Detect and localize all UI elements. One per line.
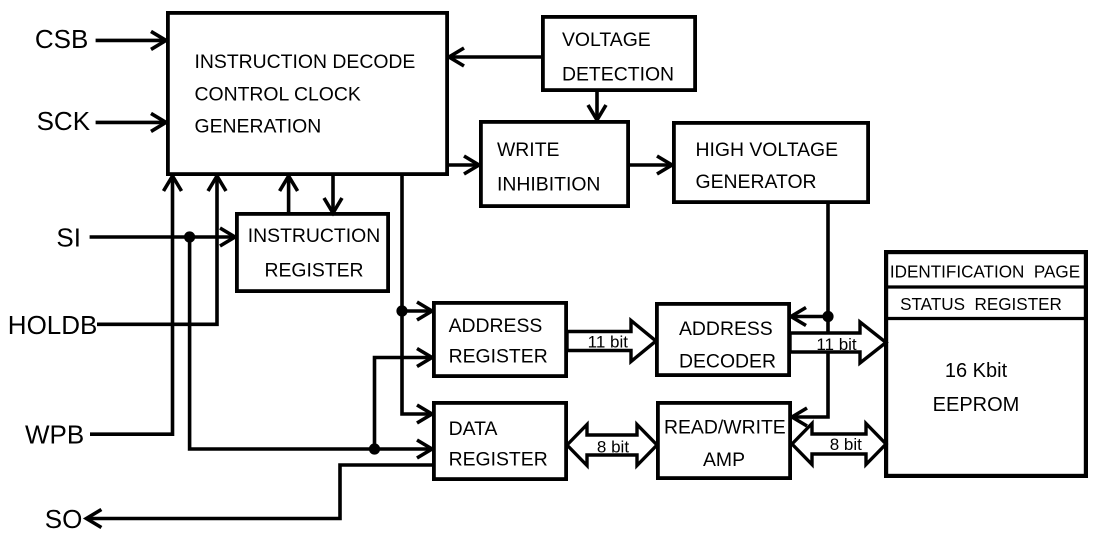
svg-text:INSTRUCTION DECODE: INSTRUCTION DECODE <box>195 51 416 73</box>
svg-text:REGISTER: REGISTER <box>449 448 548 470</box>
svg-text:CONTROL CLOCK: CONTROL CLOCK <box>195 84 361 106</box>
svg-text:ADDRESS: ADDRESS <box>449 315 543 337</box>
svg-text:DATA: DATA <box>449 418 498 440</box>
svg-text:STATUS REGISTER: STATUS REGISTER <box>900 295 1062 314</box>
svg-text:AMP: AMP <box>703 449 745 471</box>
svg-text:READ/WRITE: READ/WRITE <box>664 417 786 439</box>
svg-text:WPB: WPB <box>25 420 84 450</box>
svg-text:8 bit: 8 bit <box>597 438 629 457</box>
svg-text:INHIBITION: INHIBITION <box>497 174 600 196</box>
svg-text:WRITE: WRITE <box>497 139 560 161</box>
svg-text:VOLTAGE: VOLTAGE <box>562 29 651 51</box>
svg-text:EEPROM: EEPROM <box>933 394 1020 416</box>
svg-text:SCK: SCK <box>37 106 91 136</box>
svg-text:CSB: CSB <box>35 24 88 54</box>
svg-text:11 bit: 11 bit <box>588 333 629 352</box>
svg-text:REGISTER: REGISTER <box>264 260 363 282</box>
svg-text:ADDRESS: ADDRESS <box>679 318 773 340</box>
svg-text:HIGH VOLTAGE: HIGH VOLTAGE <box>696 139 839 161</box>
svg-text:SI: SI <box>56 223 81 253</box>
svg-text:8 bit: 8 bit <box>830 435 862 454</box>
svg-text:IDENTIFICATION PAGE: IDENTIFICATION PAGE <box>890 263 1080 282</box>
svg-text:16 Kbit: 16 Kbit <box>945 360 1008 382</box>
svg-text:DECODER: DECODER <box>679 351 776 373</box>
svg-text:11 bit: 11 bit <box>816 335 857 354</box>
svg-text:DETECTION: DETECTION <box>562 64 674 86</box>
svg-text:GENERATION: GENERATION <box>195 115 322 137</box>
svg-text:INSTRUCTION: INSTRUCTION <box>248 225 381 247</box>
svg-text:HOLDB: HOLDB <box>8 310 98 340</box>
svg-text:REGISTER: REGISTER <box>449 346 548 368</box>
svg-text:SO: SO <box>45 504 83 534</box>
svg-text:GENERATOR: GENERATOR <box>696 171 817 193</box>
